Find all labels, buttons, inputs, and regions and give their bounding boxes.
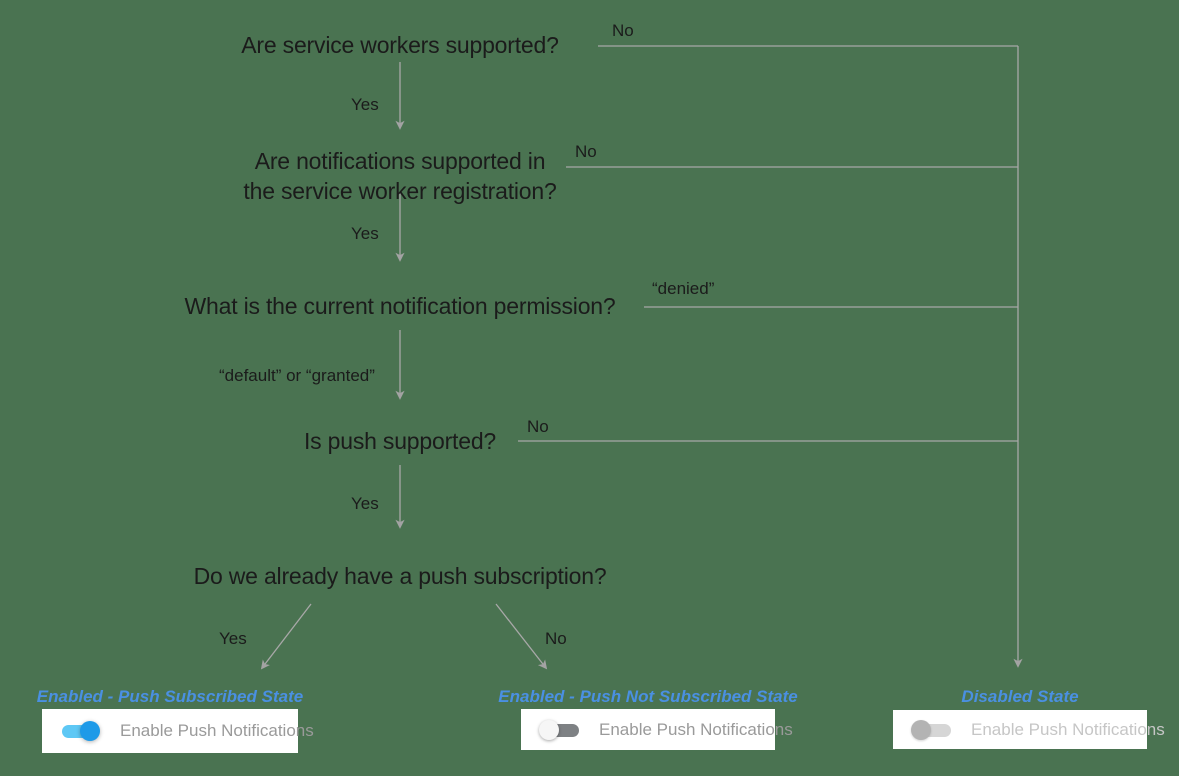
toggle-push-not-subscribed[interactable] bbox=[539, 719, 583, 740]
node-service-workers-supported: Are service workers supported? bbox=[241, 32, 559, 58]
edge-label-q3-denied: “denied” bbox=[652, 279, 715, 298]
edge-q5-yes bbox=[260, 603, 312, 670]
state-card-disabled[interactable]: Enable Push Notifications bbox=[893, 710, 1165, 749]
state-card-enabled-push-not-subscribed[interactable]: Enable Push Notifications bbox=[521, 709, 793, 750]
edge-label-q4-yes: Yes bbox=[351, 494, 379, 513]
edge-q5-no bbox=[495, 603, 548, 670]
toggle-label: Enable Push Notifications bbox=[971, 719, 1165, 739]
state-label-disabled: Disabled State bbox=[961, 687, 1079, 706]
node-notifications-supported: Are notifications supported in the servi… bbox=[243, 148, 557, 204]
edge-label-q2-no: No bbox=[575, 142, 597, 161]
edge-label-q5-no: No bbox=[545, 629, 567, 648]
edge-label-q4-no: No bbox=[527, 417, 549, 436]
toggle-knob bbox=[80, 721, 100, 741]
state-label-enabled-push-subscribed: Enabled - Push Subscribed State bbox=[36, 687, 304, 706]
edge-label-q5-yes: Yes bbox=[219, 629, 247, 648]
edge-label-q2-yes: Yes bbox=[351, 224, 379, 243]
node-have-push-subscription: Do we already have a push subscription? bbox=[193, 563, 607, 589]
toggle-push-subscribed[interactable] bbox=[60, 721, 104, 741]
state-label-enabled-push-not-subscribed: Enabled - Push Not Subscribed State bbox=[498, 687, 798, 706]
node-push-supported: Is push supported? bbox=[303, 428, 497, 454]
toggle-disabled[interactable] bbox=[911, 719, 955, 740]
edge-label-q1-no: No bbox=[612, 21, 634, 40]
edge-label-q1-yes: Yes bbox=[351, 95, 379, 114]
state-card-enabled-push-subscribed[interactable]: Enable Push Notifications bbox=[42, 709, 314, 753]
toggle-label: Enable Push Notifications bbox=[599, 719, 793, 739]
toggle-knob bbox=[539, 719, 559, 740]
edge-label-q3-default-granted: “default” or “granted” bbox=[219, 366, 375, 385]
toggle-label: Enable Push Notifications bbox=[120, 721, 314, 740]
node-notification-permission: What is the current notification permiss… bbox=[184, 293, 616, 319]
toggle-knob bbox=[911, 719, 931, 740]
